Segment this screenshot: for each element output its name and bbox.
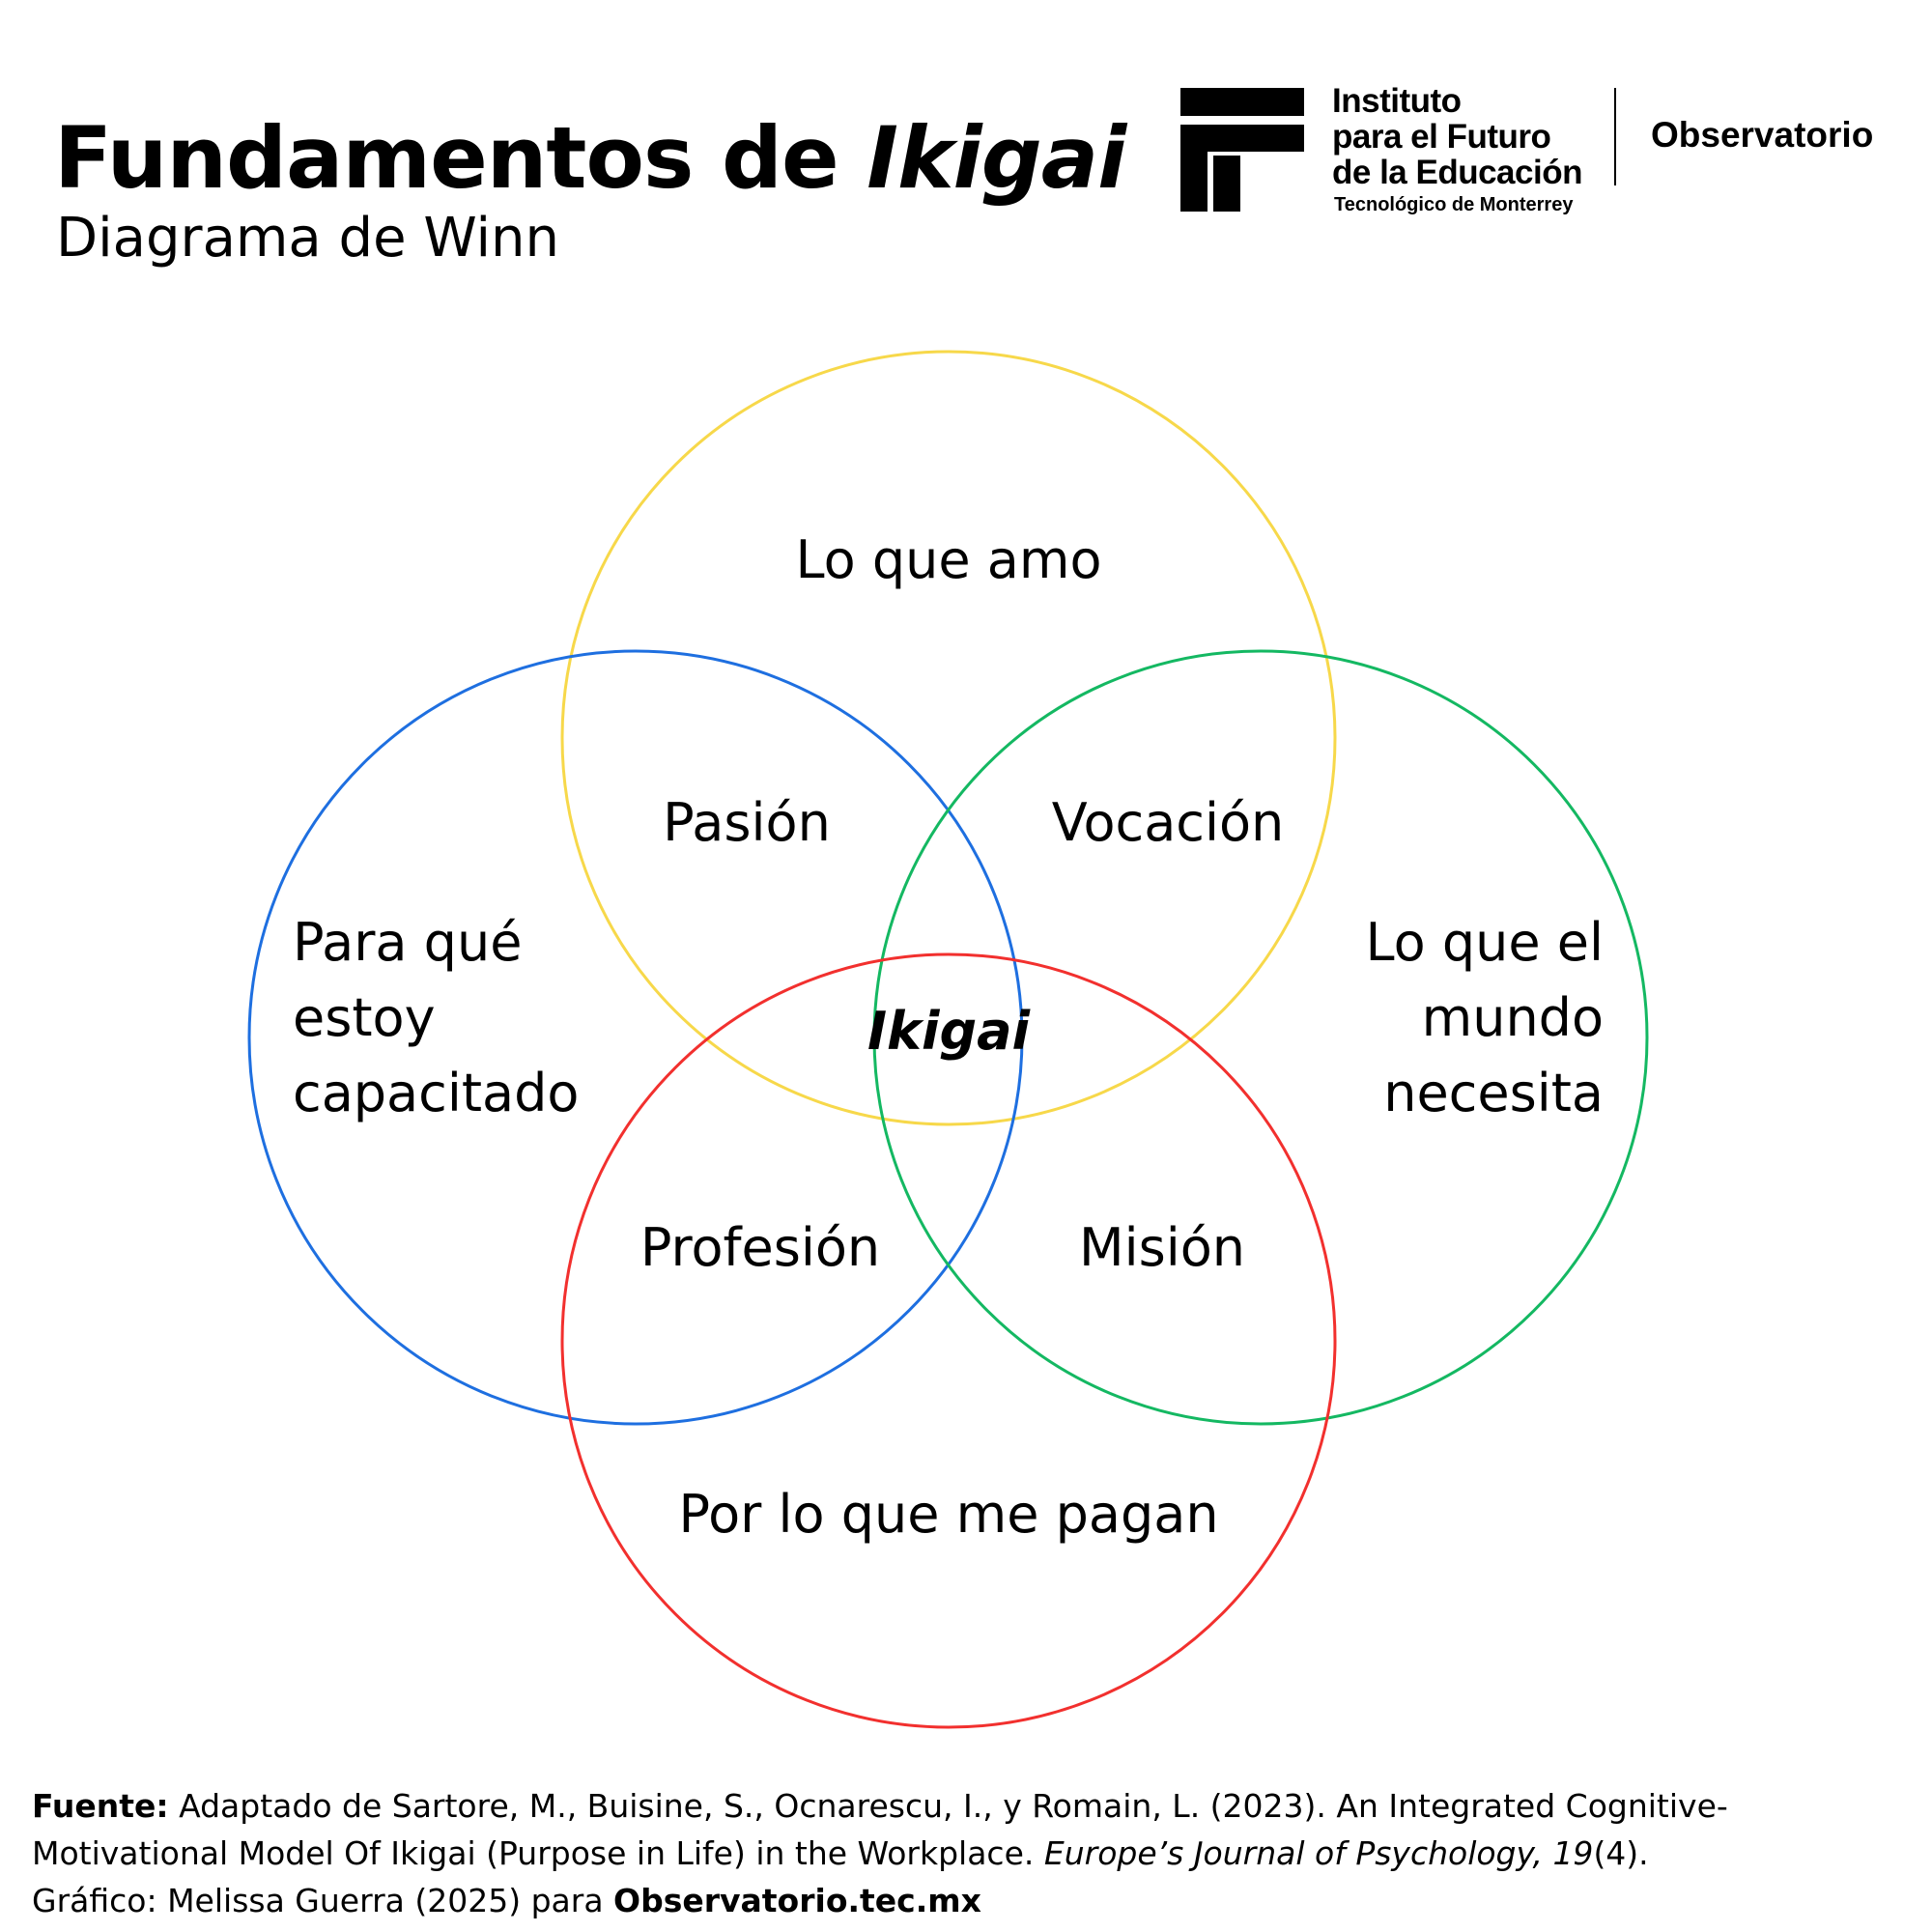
label-mission: Misión xyxy=(1079,1217,1245,1278)
source-footer: Fuente: Adaptado de Sartore, M., Buisine… xyxy=(32,1782,1867,1924)
logo-line-2: para el Futuro xyxy=(1332,118,1551,156)
logo-subtitle: Tecnológico de Monterrey xyxy=(1334,194,1574,215)
circle-world xyxy=(872,649,1649,1426)
source-label: Fuente: xyxy=(32,1787,169,1825)
label-love: Lo que amo xyxy=(796,529,1102,590)
title-prefix: Fundamentos de xyxy=(54,108,867,208)
logo-section: Observatorio xyxy=(1651,115,1874,155)
logo-divider xyxy=(1614,88,1616,185)
logo-line-3: de la Educación xyxy=(1332,154,1582,191)
page-subtitle: Diagrama de Winn xyxy=(56,207,560,270)
circle-love xyxy=(560,350,1337,1126)
label-world-2: mundo xyxy=(1422,987,1604,1048)
label-vocation: Vocación xyxy=(1052,792,1285,853)
label-skills-3: capacitado xyxy=(293,1063,579,1123)
label-paid: Por lo que me pagan xyxy=(678,1484,1218,1545)
logo-line-1: Instituto xyxy=(1332,82,1462,120)
source-issue: (4). xyxy=(1593,1834,1649,1872)
source-journal: Europe’s Journal of Psychology, 19 xyxy=(1043,1834,1594,1872)
page-title: Fundamentos de Ikigai xyxy=(54,108,1126,208)
circle-paid xyxy=(560,952,1337,1729)
credit-text: Gráfico: Melissa Guerra (2025) para xyxy=(32,1882,614,1919)
circle-skills xyxy=(247,649,1024,1426)
label-ikigai: Ikigai xyxy=(867,1001,1032,1062)
label-world-1: Lo que el xyxy=(1366,912,1604,973)
title-emphasis: Ikigai xyxy=(867,108,1126,208)
label-world-3: necesita xyxy=(1383,1063,1604,1123)
label-profession: Profesión xyxy=(640,1217,880,1278)
label-skills-2: estoy xyxy=(293,987,436,1048)
source-text: Adaptado de Sartore, M., Buisine, S., Oc… xyxy=(32,1787,1728,1872)
site-link[interactable]: Observatorio.tec.mx xyxy=(613,1882,981,1919)
label-skills-1: Para qué xyxy=(293,912,522,973)
label-passion: Pasión xyxy=(663,792,831,853)
